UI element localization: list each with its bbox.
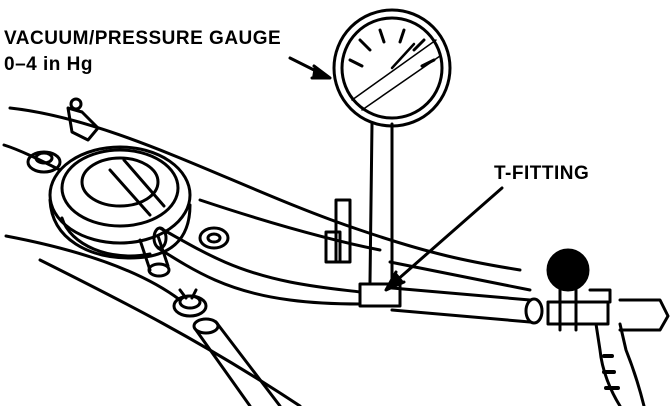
- line-connector-block: [334, 198, 352, 264]
- body-contour-mid: [198, 198, 382, 252]
- gauge-leader-arrow: [310, 64, 332, 80]
- hose-clamp-icon: [172, 288, 208, 318]
- gauge-stem: [368, 122, 394, 284]
- hose-nut: [198, 226, 230, 250]
- hand-vacuum-pump-icon: [546, 248, 670, 406]
- hose-to-pump-upper: [390, 286, 532, 302]
- bracket-bolt: [69, 97, 83, 111]
- pressure-gauge-icon: [332, 8, 452, 128]
- body-contour-right: [388, 260, 532, 292]
- t-fitting-body: [358, 282, 402, 308]
- tfitting-leader-line: [386, 186, 504, 290]
- hose-to-pump-lower: [390, 308, 532, 324]
- body-contour-lower: [4, 234, 182, 302]
- diaphragm-valve-icon: [48, 145, 192, 278]
- hose-to-pump-end: [524, 297, 544, 325]
- body-contour-bottom: [38, 258, 302, 406]
- hose-valve-lower: [156, 246, 362, 306]
- left-bolt-head: [34, 151, 54, 165]
- gauge-label-title: VACUUM/PRESSURE GAUGE: [4, 28, 282, 49]
- loose-hose-end: [192, 317, 220, 335]
- hose-valve-upper: [158, 226, 362, 294]
- line-connector-cap: [324, 230, 342, 264]
- tfitting-leader-arrow: [384, 270, 406, 292]
- hose-end-left: [152, 226, 168, 250]
- loose-hose: [194, 320, 282, 406]
- hose-nut-inner: [206, 232, 222, 244]
- mounting-bracket: [66, 106, 100, 142]
- tfitting-label: T-FITTING: [494, 163, 590, 184]
- gauge-label-range: 0–4 in Hg: [4, 54, 93, 75]
